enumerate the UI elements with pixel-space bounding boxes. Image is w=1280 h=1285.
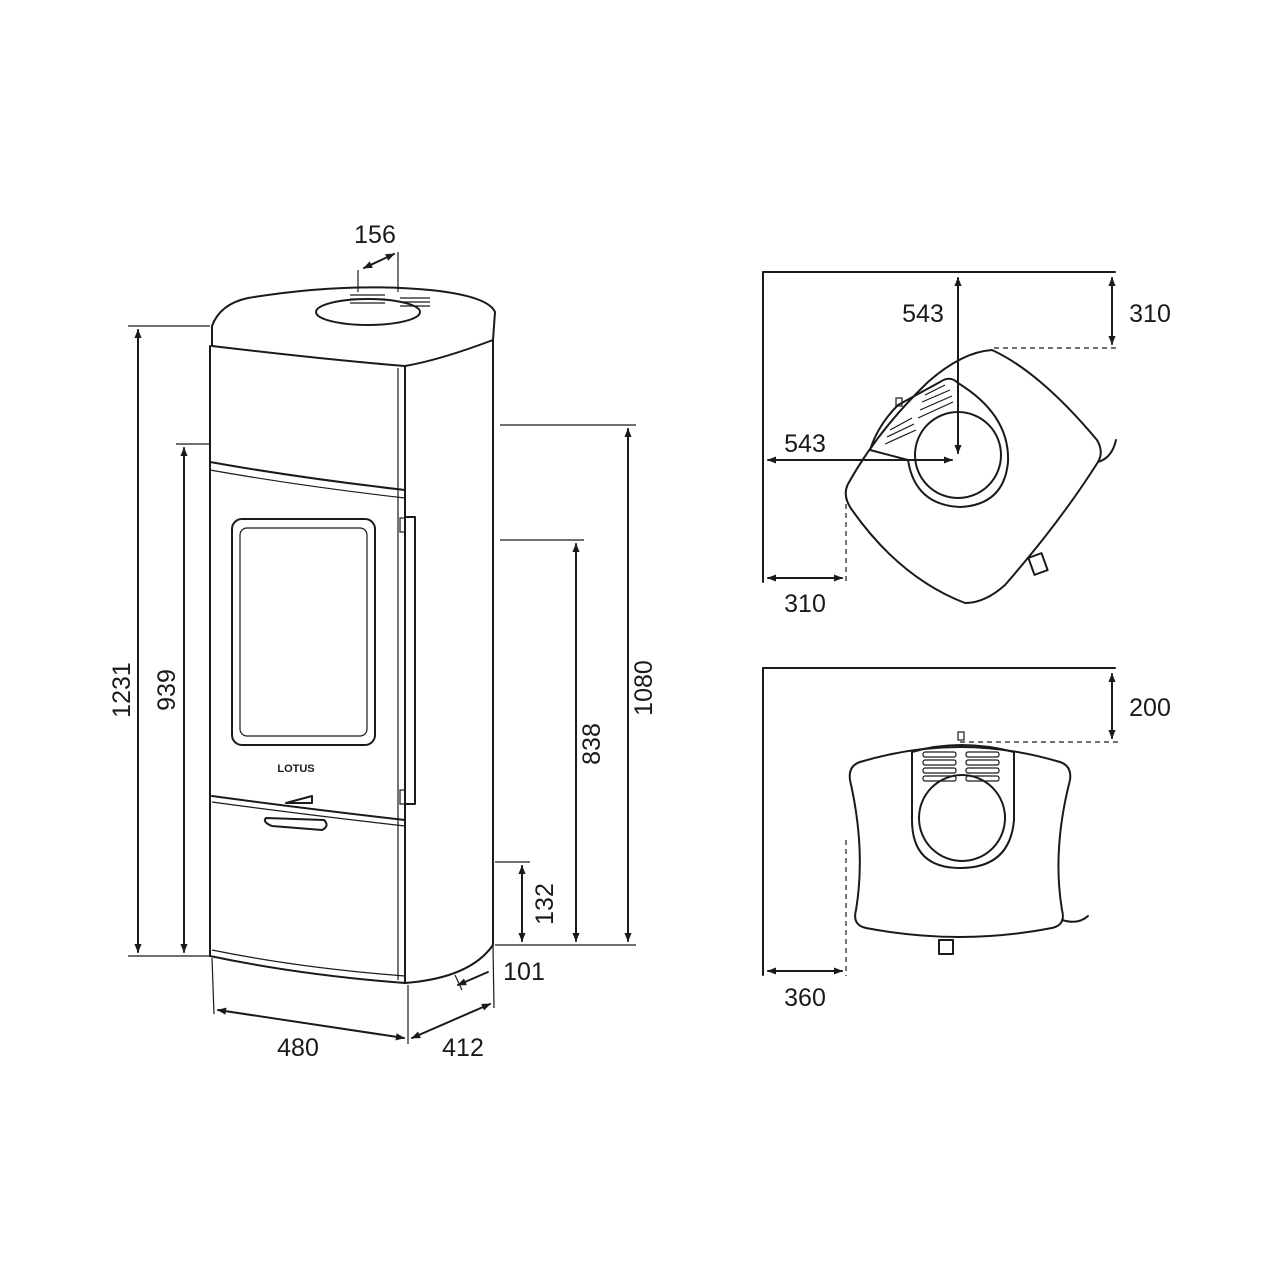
stove-body xyxy=(209,339,494,984)
wall-installation-view: 200 360 xyxy=(762,667,1171,1012)
dim-height-1080: 1080 xyxy=(630,660,658,716)
top-vent-slots xyxy=(350,294,430,307)
corner-stove-outline xyxy=(844,349,1102,604)
dim-height-939: 939 xyxy=(153,669,181,711)
wall-stove-outline xyxy=(848,746,1072,938)
door-glass xyxy=(231,518,376,746)
dim-wall-back-clearance: 200 xyxy=(1129,694,1171,722)
dim-total-height: 1231 xyxy=(108,662,136,718)
corner-vent-slots xyxy=(884,384,954,445)
dim-wall-side-clearance: 360 xyxy=(784,984,826,1012)
dim-depth: 412 xyxy=(442,1034,484,1062)
dim-corner-back-clearance: 310 xyxy=(1129,300,1171,328)
logo-text: LOTUS xyxy=(277,763,314,775)
air-control-handle xyxy=(285,795,313,804)
dim-corner-flue-from-back: 543 xyxy=(902,300,944,328)
wall-flue-circle xyxy=(918,774,1006,862)
stove-top-cap xyxy=(211,286,496,367)
door-hinge-bar xyxy=(404,516,416,805)
dim-flue-diameter: 156 xyxy=(354,221,396,249)
corner-installation-view: 543 543 310 310 xyxy=(762,271,1171,618)
drawer-handle xyxy=(263,817,328,831)
dim-corner-side-clearance: 310 xyxy=(784,590,826,618)
dim-offset-101: 101 xyxy=(503,958,545,986)
dim-width: 480 xyxy=(277,1034,319,1062)
dim-height-838: 838 xyxy=(578,723,606,765)
dim-corner-flue-from-side: 543 xyxy=(784,430,826,458)
dim-height-132: 132 xyxy=(531,883,559,925)
front-view: LOTUS 156 1231 939 1080 838 xyxy=(108,221,658,1062)
wall-vent-slots xyxy=(922,751,1000,782)
